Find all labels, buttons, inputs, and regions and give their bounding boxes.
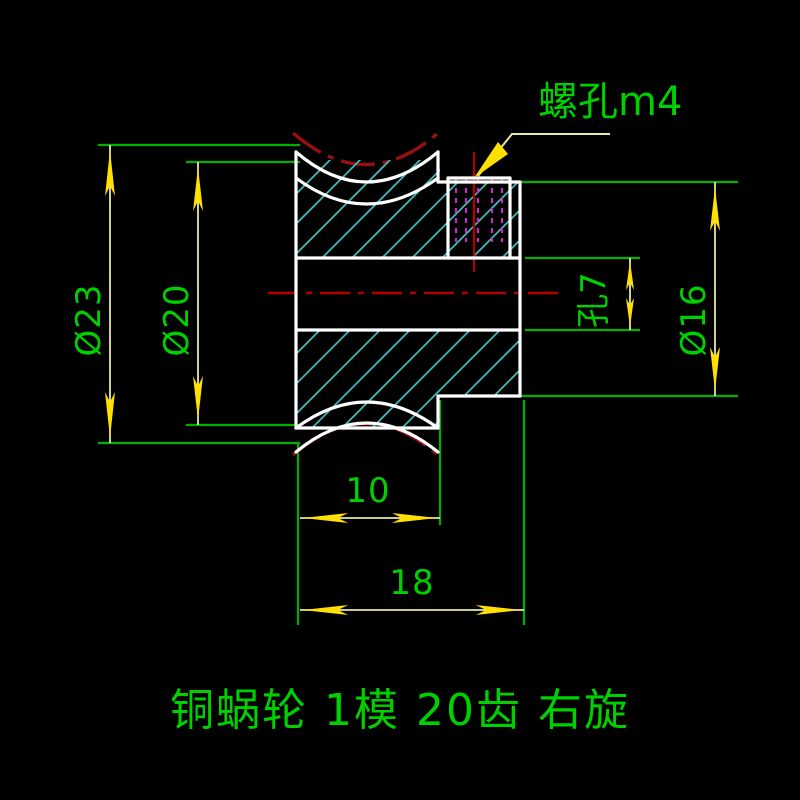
dimension-label-gear-width: 10 — [345, 471, 390, 511]
dimension-arrowheads — [105, 150, 720, 615]
extension-lines — [98, 143, 738, 625]
dimension-lines — [109, 145, 716, 611]
dimension-label-hub-diameter: Ø16 — [674, 283, 714, 356]
screw-hole-label: 螺孔m4 — [538, 79, 682, 125]
dimension-label-outer-diameter: Ø23 — [69, 283, 109, 356]
dimension-label-bore: 孔7 — [574, 272, 614, 328]
screw-hole-leader — [474, 133, 610, 178]
part-outline — [294, 150, 522, 454]
dimension-label-total-length: 18 — [389, 563, 434, 603]
part-caption: 铜蜗轮 1模 20齿 右旋 — [170, 685, 630, 736]
dimension-label-pitch-diameter: Ø20 — [157, 283, 197, 356]
thread-lines — [454, 178, 504, 242]
